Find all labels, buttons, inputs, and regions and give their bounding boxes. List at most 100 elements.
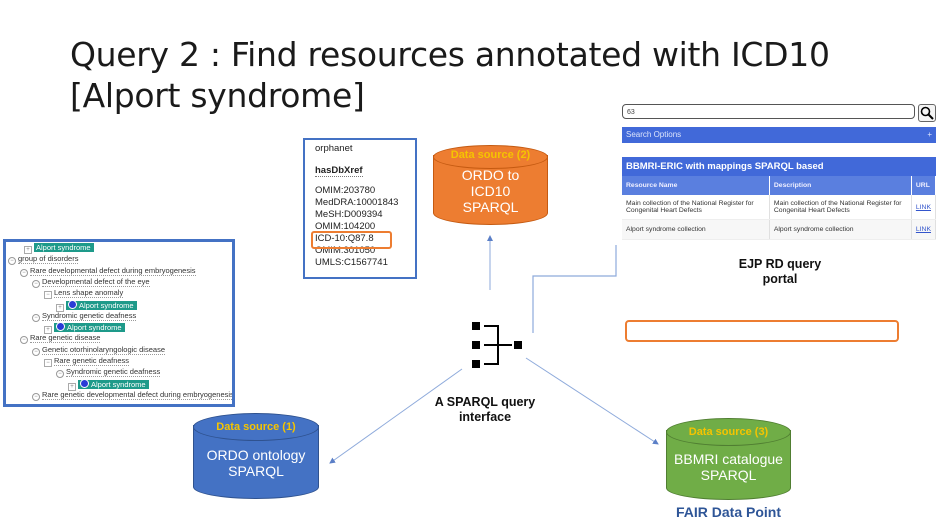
data-source-3-tag: Data source (3) xyxy=(688,426,769,438)
search-input[interactable]: 63 xyxy=(622,104,915,119)
tree-node-text: Rare genetic developmental defect during… xyxy=(42,389,234,399)
xref-item: OMIM:104200 xyxy=(315,221,376,232)
tree-node-text: group of disorders xyxy=(18,254,79,264)
tree-node[interactable]: −Developmental defect of the eye xyxy=(32,276,150,288)
tree-node-text: Rare genetic deafness xyxy=(54,356,130,365)
tree-node[interactable]: −Syndromic genetic deafness xyxy=(56,367,161,379)
tree-node-text: Lens shape anomaly xyxy=(54,288,124,298)
collapse-icon[interactable]: − xyxy=(44,359,52,367)
collapse-icon[interactable]: − xyxy=(8,257,16,266)
disease-icon xyxy=(68,299,77,309)
tree-node-label: Rare developmental defect during embryog… xyxy=(30,265,196,276)
tree-node-label: Genetic otorhinolaryngologic disease xyxy=(42,344,165,355)
table-row: Main collection of the National Register… xyxy=(622,195,937,220)
data-source-2-line: ICD10 xyxy=(470,183,511,199)
xref-panel: orphanet hasDbXref OMIM:203780 MedDRA:10… xyxy=(303,138,417,279)
data-source-1-line: ORDO ontology xyxy=(206,447,306,463)
tree-node-text: Rare genetic disease xyxy=(30,333,101,343)
disease-icon xyxy=(56,322,65,332)
expand-icon[interactable]: + xyxy=(927,130,932,139)
tree-node-label: Rare genetic developmental defect during… xyxy=(42,389,234,400)
portal-label-line-2: portal xyxy=(762,272,798,286)
tree-node-label: group of disorders xyxy=(18,254,79,265)
tree-node-text: Alport syndrome xyxy=(67,323,122,333)
arrow-to-data-source-3 xyxy=(525,357,659,445)
tree-node-alport-syndrome[interactable]: + Alport syndrome xyxy=(56,299,137,312)
title-line-2: [Alport syndrome] xyxy=(70,76,365,115)
tree-node[interactable]: −Rare genetic deafness xyxy=(44,356,130,367)
tree-node-text: Developmental defect of the eye xyxy=(42,276,150,286)
tree-node-text: Alport syndrome xyxy=(91,379,146,389)
ejp-rd-query-portal: 63 Search Options + BBMRI-ERIC with mapp… xyxy=(620,100,937,342)
icd10-highlight-box xyxy=(311,231,392,249)
tree-node[interactable]: −Rare genetic disease xyxy=(20,333,101,345)
hierarchy-merge-icon xyxy=(472,322,522,368)
data-source-1-cylinder: Data source (1) ORDO ontology SPARQL xyxy=(193,413,319,499)
collapse-icon[interactable]: − xyxy=(56,370,64,379)
data-source-2-cylinder: Data source (2) ORDO to ICD10 SPARQL xyxy=(433,145,548,225)
tree-node-label: Syndromic genetic deafness xyxy=(42,310,137,321)
tree-node-label: Rare genetic disease xyxy=(30,333,101,344)
collapse-icon[interactable]: − xyxy=(44,291,52,300)
data-source-3-line: BBMRI catalogue xyxy=(674,451,783,467)
collapse-icon[interactable]: − xyxy=(32,279,40,288)
results-table-title: BBMRI-ERIC with mappings SPARQL based xyxy=(622,157,936,176)
tree-node[interactable]: −Lens shape anomaly xyxy=(44,288,124,300)
tree-node[interactable]: −Rare genetic developmental defect durin… xyxy=(32,389,234,401)
column-header-description[interactable]: Description xyxy=(769,176,912,195)
column-header-url[interactable]: URL xyxy=(911,176,937,195)
data-source-3-cylinder: Data source (3) BBMRI catalogue SPARQL xyxy=(666,418,791,500)
expand-icon[interactable]: + xyxy=(68,382,76,391)
tree-node-alport-syndrome[interactable]: + Alport syndrome xyxy=(68,378,149,391)
tree-node[interactable]: −Genetic otorhinolaryngologic disease xyxy=(32,344,165,356)
column-header-resource-name[interactable]: Resource Name xyxy=(622,176,770,195)
tree-node-text: Alport syndrome xyxy=(79,300,134,310)
tree-node-label: Alport syndrome xyxy=(78,378,149,389)
tree-node[interactable]: −group of disorders xyxy=(8,254,79,266)
title-line-1: Query 2 : Find resources annotated with … xyxy=(70,35,830,74)
search-button[interactable] xyxy=(918,104,936,122)
tree-node-text: Rare developmental defect during embryog… xyxy=(30,265,196,275)
sparql-label-line-1: A SPARQL query xyxy=(434,395,536,409)
table-row: Alport syndrome collection Alport syndro… xyxy=(622,219,937,240)
xref-item: OMIM:203780 xyxy=(315,185,376,196)
tree-node[interactable]: −Rare developmental defect during embryo… xyxy=(20,265,196,277)
sparql-label-line-2: interface xyxy=(458,410,512,424)
fair-data-point-label: FAIR Data Point xyxy=(675,504,781,520)
tree-node-label: Alport syndrome xyxy=(66,299,137,310)
xref-item: UMLS:C1567741 xyxy=(315,257,388,268)
connector-to-portal xyxy=(532,245,617,333)
data-source-1-line: SPARQL xyxy=(228,463,284,479)
tree-node-alport-syndrome[interactable]: + Alport syndrome xyxy=(44,322,125,335)
search-options-bar[interactable]: Search Options + xyxy=(622,127,936,143)
collapse-icon[interactable]: − xyxy=(32,313,40,322)
tree-node-label: Syndromic genetic deafness xyxy=(66,367,161,378)
tree-node-label: Alport syndrome xyxy=(54,322,125,333)
tree-node-alport-syndrome[interactable]: +Alport syndrome xyxy=(24,243,94,254)
data-source-2-line: SPARQL xyxy=(462,199,519,215)
tree-node-text: Genetic otorhinolaryngologic disease xyxy=(42,344,165,354)
arrow-to-data-source-1 xyxy=(329,368,463,464)
tree-node[interactable]: −Syndromic genetic deafness xyxy=(32,310,137,322)
tree-node-label: Rare genetic deafness xyxy=(54,356,130,366)
expand-icon[interactable]: + xyxy=(56,303,64,312)
collapse-icon[interactable]: − xyxy=(32,392,40,401)
table-header-row: Resource Name Description URL xyxy=(622,176,937,195)
cell-description: Main collection of the National Register… xyxy=(769,195,912,220)
xref-property: hasDbXref xyxy=(315,165,363,177)
data-source-3-line: SPARQL xyxy=(700,467,757,483)
link[interactable]: LINK xyxy=(915,226,931,233)
disease-icon xyxy=(80,378,89,388)
collapse-icon[interactable]: − xyxy=(32,347,40,356)
search-icon xyxy=(920,106,934,120)
collapse-icon[interactable]: − xyxy=(20,268,28,277)
expand-icon[interactable]: + xyxy=(24,246,32,254)
search-options-label: Search Options xyxy=(626,130,682,139)
collapse-icon[interactable]: − xyxy=(20,336,28,345)
xref-source: orphanet xyxy=(315,143,353,154)
results-table: BBMRI-ERIC with mappings SPARQL based Re… xyxy=(622,157,937,240)
xref-item: MeSH:D009394 xyxy=(315,209,383,220)
link[interactable]: LINK xyxy=(915,203,931,211)
data-source-2-tag: Data source (2) xyxy=(450,149,531,161)
expand-icon[interactable]: + xyxy=(44,326,52,335)
